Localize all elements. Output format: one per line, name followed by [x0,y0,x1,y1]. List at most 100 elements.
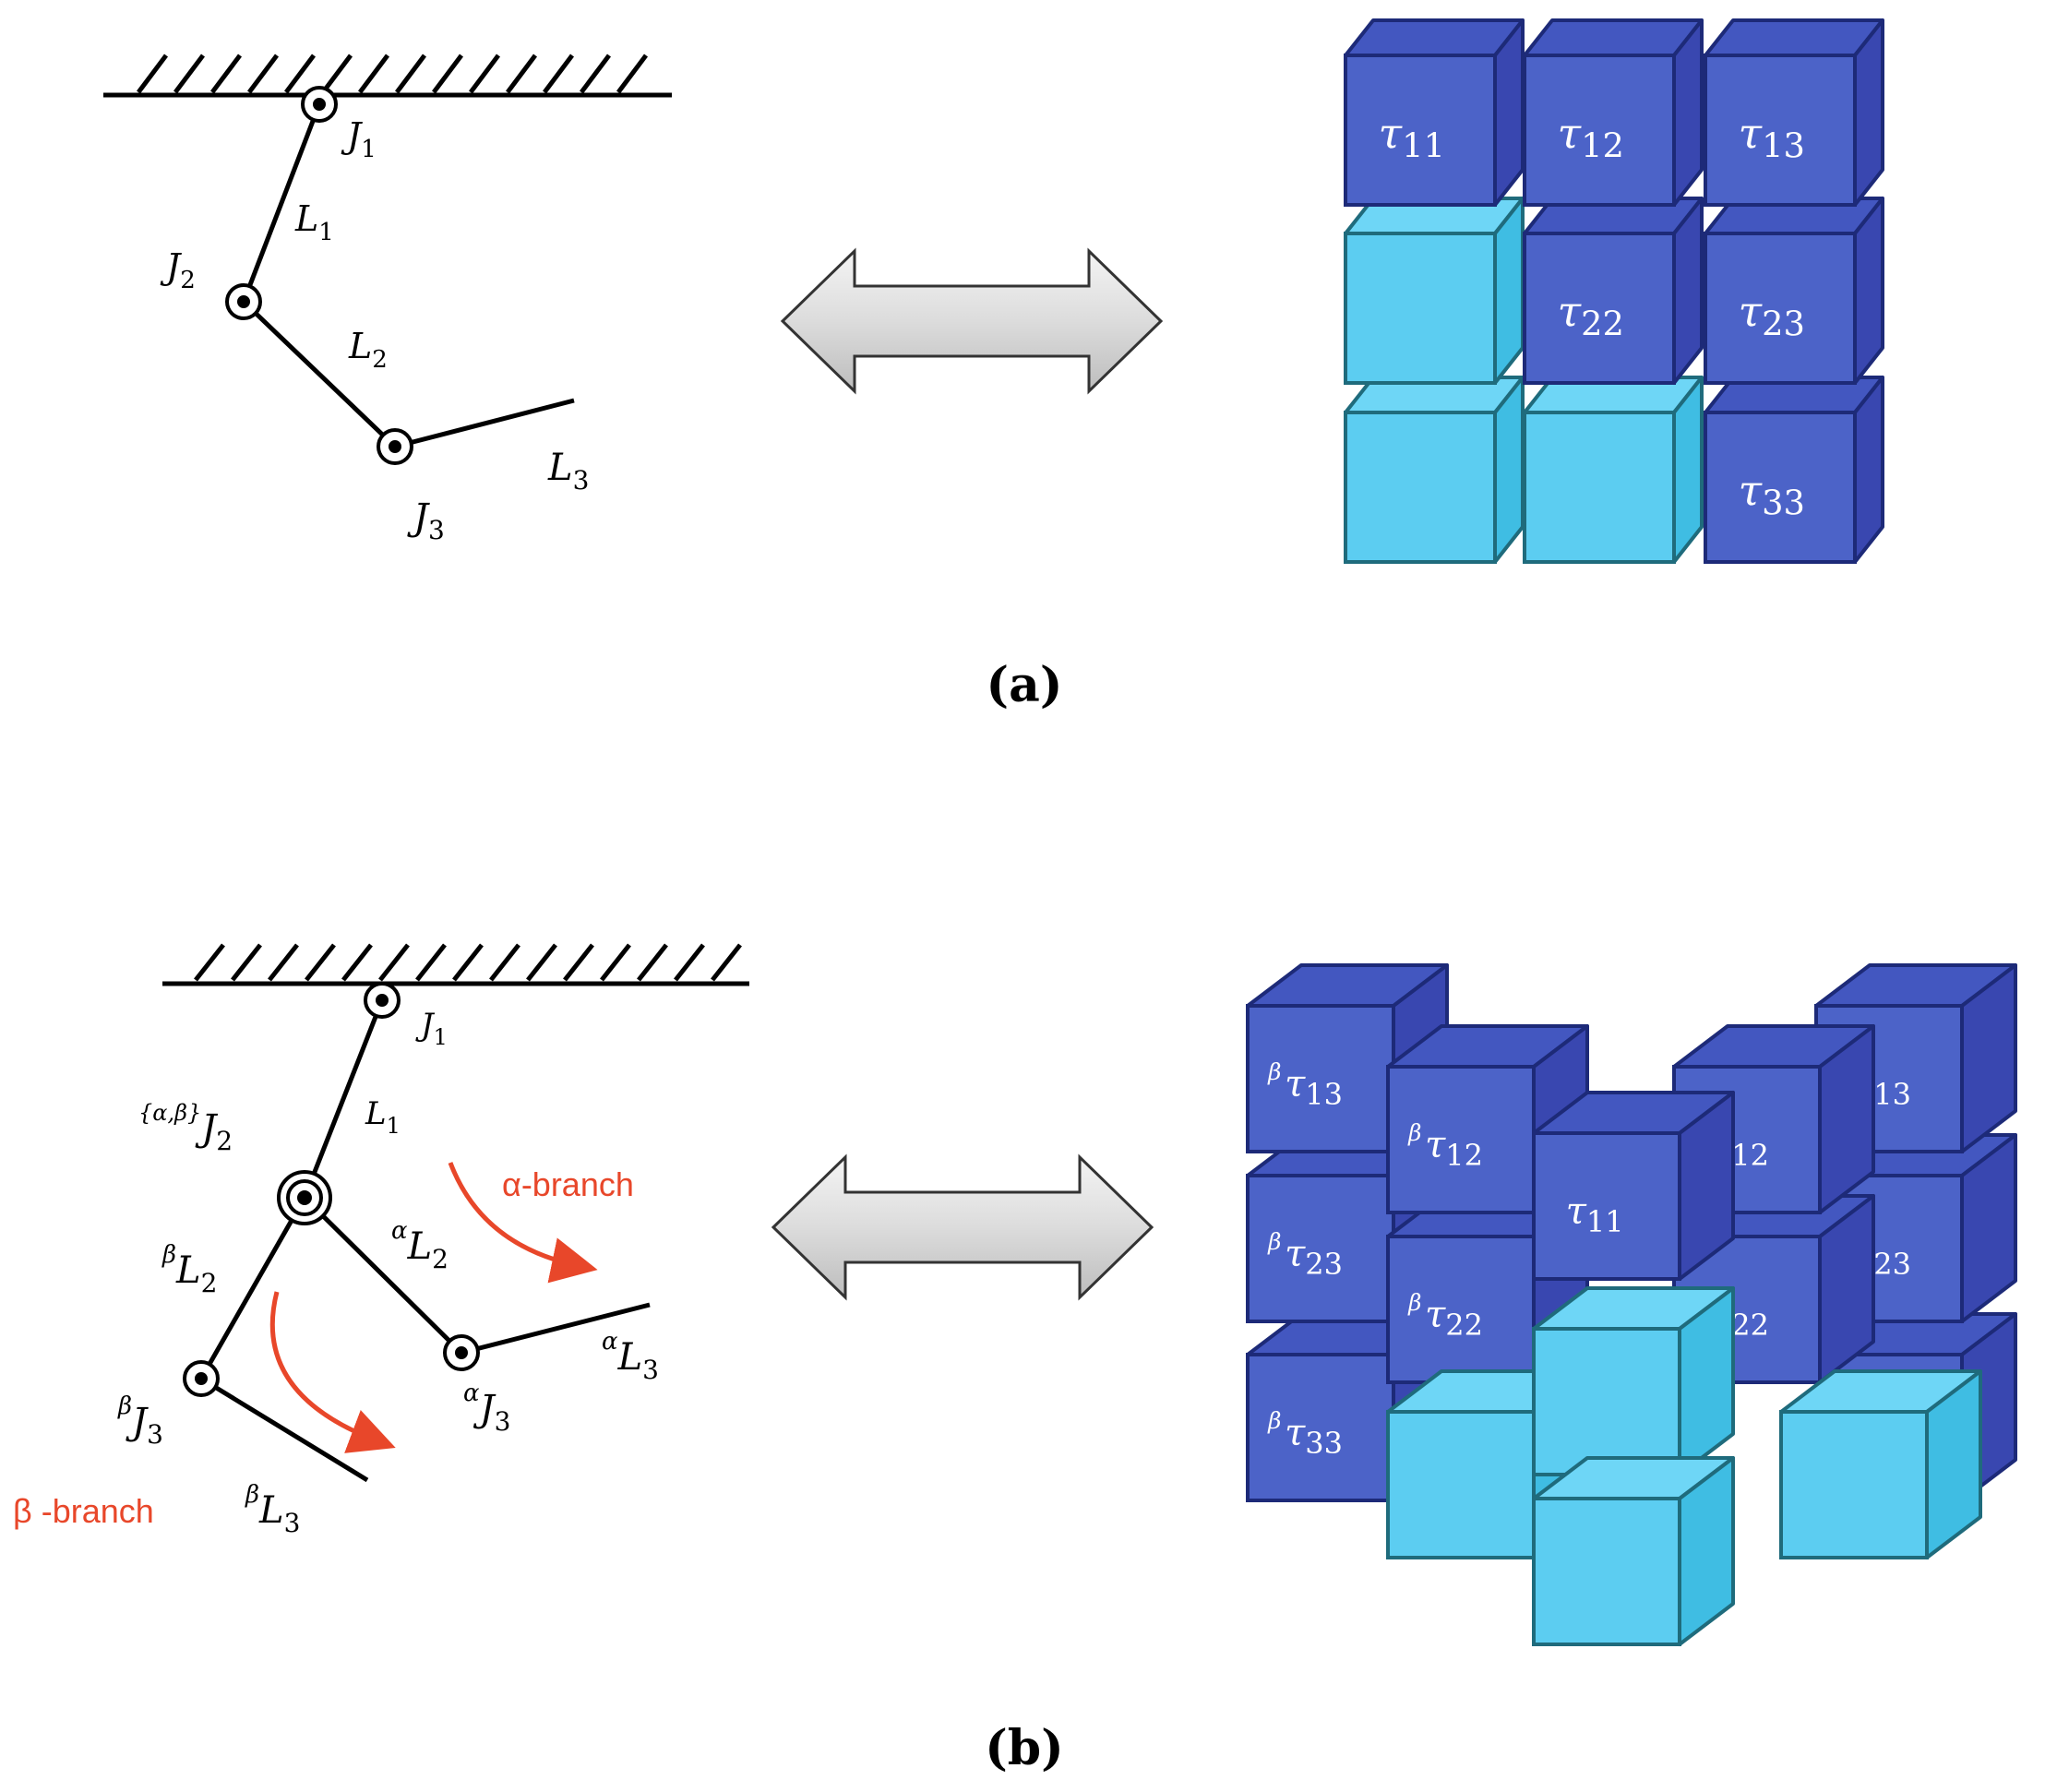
label-l1: L1 [294,198,334,246]
cube-a-r3c2-front [1523,411,1676,564]
links-b [198,999,651,1483]
cube-b-t11-front [1532,1131,1681,1281]
link-l3 [394,398,575,449]
panel-b-cube-structure: βτ33βτ23βτ13ατ33ατ23ατ13ατ22ατ12βτ22βτ12… [1246,963,2017,1646]
cube-a-t11-front [1344,54,1497,207]
cube-a-r2c1-front [1344,232,1497,385]
double-arrow-a [780,247,1164,395]
cube-a-r3c2 [1523,376,1704,564]
cube-a-t11: τ11 [1344,18,1525,207]
link-beta-l2 [198,1196,307,1380]
label-j2-b: {α,β}J2 [138,1100,233,1156]
label-j3: J3 [407,496,445,545]
cube-a-t33-side [1853,376,1884,564]
cube-a-t22: τ22 [1523,197,1704,385]
cube-b-b22-label: βτ22 [1407,1289,1483,1343]
cube-a-t11-side [1493,18,1525,207]
panel-b-mechanism: J1 L1 {α,β}J2 αL2 βL2 αL3 αJ3 βJ3 βL3 α-… [13,943,749,1538]
link-l1 [241,103,322,303]
cube-a-t22-side [1672,197,1704,385]
cube-a-t13-side [1853,18,1884,207]
cube-a-t12-side [1672,18,1704,207]
cube-a-t11-top [1344,18,1525,57]
label-beta-l2: βL2 [161,1241,217,1298]
joint-j2-b [277,1170,332,1225]
cube-b-light-right-front [1779,1410,1929,1559]
cube-b-b23-label: βτ23 [1267,1228,1343,1282]
cube-b-b33-label: βτ33 [1267,1407,1343,1461]
cube-b-light-mid [1532,1286,1735,1476]
cube-a-t23-front [1704,232,1857,385]
label-l1-b: L1 [365,1095,401,1139]
cube-a-t33: τ33 [1704,376,1884,564]
cube-b-light-right [1779,1369,1982,1559]
joint-j1 [301,86,338,123]
cube-a-t13-front [1704,54,1857,207]
cube-b-t11-label: τ11 [1566,1190,1624,1239]
joint-j3 [377,428,413,465]
cube-b-t11: τ11 [1532,1091,1735,1281]
cube-b-b23-front [1246,1174,1395,1323]
alpha-branch-label: α-branch [502,1165,634,1203]
label-l3: L3 [547,447,589,496]
cube-a-t12-front [1523,54,1676,207]
ground-hatch-b [162,943,749,986]
cube-a-t22-label: τ22 [1558,286,1624,343]
cube-b-b13-label: βτ13 [1267,1058,1343,1112]
link-l1-b [302,999,385,1199]
cube-a-t13-label: τ13 [1739,108,1805,165]
caption-a: (a) [987,657,1063,713]
links-a [241,103,575,449]
link-alpha-l3 [460,1302,651,1356]
double-arrow-b [771,1153,1154,1301]
cube-a-r2c1-side [1493,197,1525,385]
link-alpha-l2 [303,1196,463,1355]
label-j2: J2 [160,246,196,294]
caption-b: (b) [985,1720,1064,1776]
cube-a-t23: τ23 [1704,197,1884,385]
label-beta-l3: βL3 [245,1481,300,1538]
cube-a-t13: τ13 [1704,18,1884,207]
cube-b-light-mid-front [1532,1327,1681,1476]
cube-a-r3c1 [1344,376,1525,564]
cube-a-r3c1-side [1493,376,1525,564]
cube-a-t12-label: τ12 [1558,108,1624,165]
cube-b-light-front [1532,1456,1735,1646]
cube-a-t23-label: τ23 [1739,286,1805,343]
panel-a-cube-matrix: τ33 τ22 τ23 τ11 τ12 τ13 [1344,18,1884,564]
cube-b-b12-label: βτ12 [1407,1119,1483,1173]
cube-a-t33-front [1704,411,1857,564]
link-beta-l3 [199,1376,369,1483]
beta-branch-arrow [269,1291,396,1453]
label-alpha-l3: αL3 [602,1328,659,1385]
panel-a-mechanism: J1 L1 J2 L2 L3 J3 [103,54,672,545]
ground-hatch [103,54,672,98]
joint-j2 [225,283,262,320]
cube-a-t11-label: τ11 [1379,108,1445,165]
cube-b-b33-front [1246,1353,1395,1502]
cube-b-b12-front [1386,1065,1536,1214]
cube-b-light-front-front [1532,1497,1681,1646]
link-l2 [242,300,397,448]
label-j1-b: J1 [415,1007,448,1050]
cube-a-t12: τ12 [1523,18,1704,207]
alpha-branch-arrow [448,1162,598,1284]
label-l2: L2 [348,326,388,374]
cube-a-t22-front [1523,232,1676,385]
cube-a-r3c2-side [1672,376,1704,564]
beta-branch-label: β -branch [13,1492,154,1530]
cube-a-t23-side [1853,197,1884,385]
label-alpha-l2: αL2 [391,1217,448,1274]
label-beta-j3: βJ3 [117,1392,163,1450]
cube-a-r3c1-front [1344,411,1497,564]
cube-b-light-left-front [1386,1410,1536,1559]
cube-a-t12-top [1523,18,1704,57]
joint-j1-b [364,982,401,1019]
cube-b-b13-front [1246,1004,1395,1153]
cube-a-r2c1 [1344,197,1525,385]
cube-a-t13-top [1704,18,1884,57]
cube-b-b22-front [1386,1235,1536,1384]
joint-alpha-j3 [443,1334,480,1371]
cube-a-t33-label: τ33 [1739,465,1805,522]
